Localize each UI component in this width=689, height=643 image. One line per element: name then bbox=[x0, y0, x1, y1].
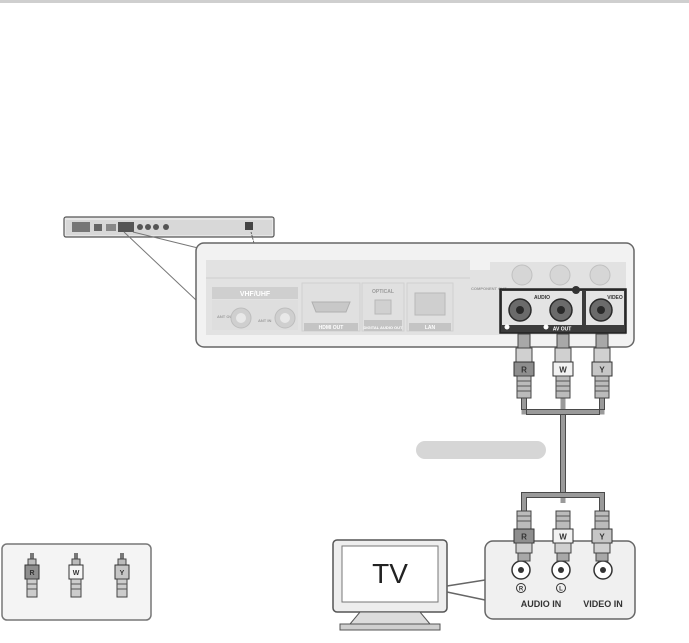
legend-red-label: R bbox=[29, 570, 34, 577]
video-in-label: VIDEO IN bbox=[583, 599, 623, 609]
ant-out-label: ANT OUT bbox=[217, 314, 235, 319]
component-out-label: COMPONENT OUT bbox=[471, 286, 507, 291]
av-out-label: AV OUT bbox=[553, 327, 572, 333]
av-out-section: AUDIO VIDEO AV OUT bbox=[499, 286, 627, 334]
page-header-rule bbox=[0, 0, 689, 3]
audio-label: AUDIO bbox=[534, 295, 550, 301]
left-channel-mark: L bbox=[559, 587, 563, 593]
lower-yellow-plug-label: Y bbox=[599, 533, 605, 542]
hdmi-out-label: HDMI OUT bbox=[319, 325, 344, 331]
back-panel: VHF/UHF ANT OUT ANT IN HDMI OUT OPTICAL … bbox=[195, 242, 635, 348]
right-channel-mark: R bbox=[519, 587, 524, 593]
vhf-uhf-label: VHF/UHF bbox=[240, 291, 271, 298]
upper-yellow-plug-label: Y bbox=[599, 366, 605, 375]
optical-label: OPTICAL bbox=[372, 289, 394, 295]
av-cable bbox=[521, 398, 605, 512]
tv-screen-text: TV bbox=[372, 558, 408, 589]
audio-in-label: AUDIO IN bbox=[521, 599, 562, 609]
video-label: VIDEO bbox=[607, 295, 623, 301]
lower-red-plug-label: R bbox=[521, 533, 527, 542]
lan-label: LAN bbox=[425, 325, 436, 331]
player-unit bbox=[63, 216, 275, 244]
plug-legend: R W Y bbox=[1, 543, 152, 621]
lower-plugs: R W Y bbox=[513, 510, 613, 562]
digital-audio-out-label: DIGITAL AUDIO OUT bbox=[363, 325, 403, 330]
ant-in-label: ANT IN bbox=[258, 318, 271, 323]
upper-white-plug-label: W bbox=[559, 366, 567, 375]
cable-label-bar bbox=[416, 441, 546, 459]
tv-set: TV bbox=[332, 539, 486, 631]
lower-white-plug-label: W bbox=[559, 533, 567, 542]
upper-red-plug-label: R bbox=[521, 366, 527, 375]
legend-yellow-label: Y bbox=[120, 570, 125, 577]
legend-white-label: W bbox=[73, 570, 80, 577]
upper-plugs: R W Y bbox=[513, 333, 613, 399]
